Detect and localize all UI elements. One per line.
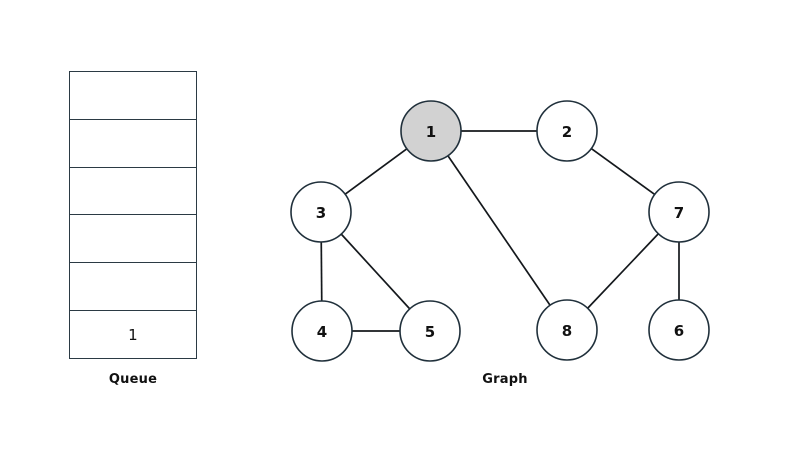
queue-structure: 1 [69,71,197,359]
queue-cell [70,263,196,312]
graph-node-label-4: 4 [317,323,327,341]
graph-edge-layer [320,130,680,332]
graph-node-circle-3[interactable] [290,181,352,243]
graph-node-6[interactable]: 6 [648,299,710,361]
graph-node-circle-7[interactable] [648,181,710,243]
graph-node-1[interactable]: 1 [400,100,462,162]
graph-node-circle-4[interactable] [291,300,353,362]
graph-edge-7-8 [587,233,659,309]
graph-node-label-1: 1 [426,123,436,141]
graph-node-circle-6[interactable] [648,299,710,361]
graph-node-label-5: 5 [425,323,435,341]
graph-node-5[interactable]: 5 [399,300,461,362]
queue-cell [70,120,196,168]
graph-caption: Graph [482,372,528,387]
graph-node-2[interactable]: 2 [536,100,598,162]
graph-edge-1-8 [447,155,551,306]
graph-node-4[interactable]: 4 [291,300,353,362]
queue-cell [70,168,196,216]
graph-node-circle-8[interactable] [536,299,598,361]
graph-node-circle-5[interactable] [399,300,461,362]
graph-node-8[interactable]: 8 [536,299,598,361]
graph-node-label-3: 3 [316,204,326,222]
queue-cell [70,72,196,120]
graph-node-label-8: 8 [562,322,572,340]
queue-cell: 1 [128,325,138,344]
graph-node-label-6: 6 [674,322,684,340]
graph-node-7[interactable]: 7 [648,181,710,243]
graph-node-circle-2[interactable] [536,100,598,162]
graph-node-layer: 1 2 3 7 4 5 8 6 [290,100,710,362]
graph-node-label-2: 2 [562,123,572,141]
queue-caption: Queue [108,372,158,387]
graph-edge-1-3 [344,148,408,195]
graph-edge-3-5 [340,233,411,310]
graph-edge-2-7 [590,147,656,196]
queue-cell [70,215,196,264]
graph-node-label-7: 7 [674,204,684,222]
graph-node-3[interactable]: 3 [290,181,352,243]
graph-node-circle-1[interactable] [400,100,462,162]
